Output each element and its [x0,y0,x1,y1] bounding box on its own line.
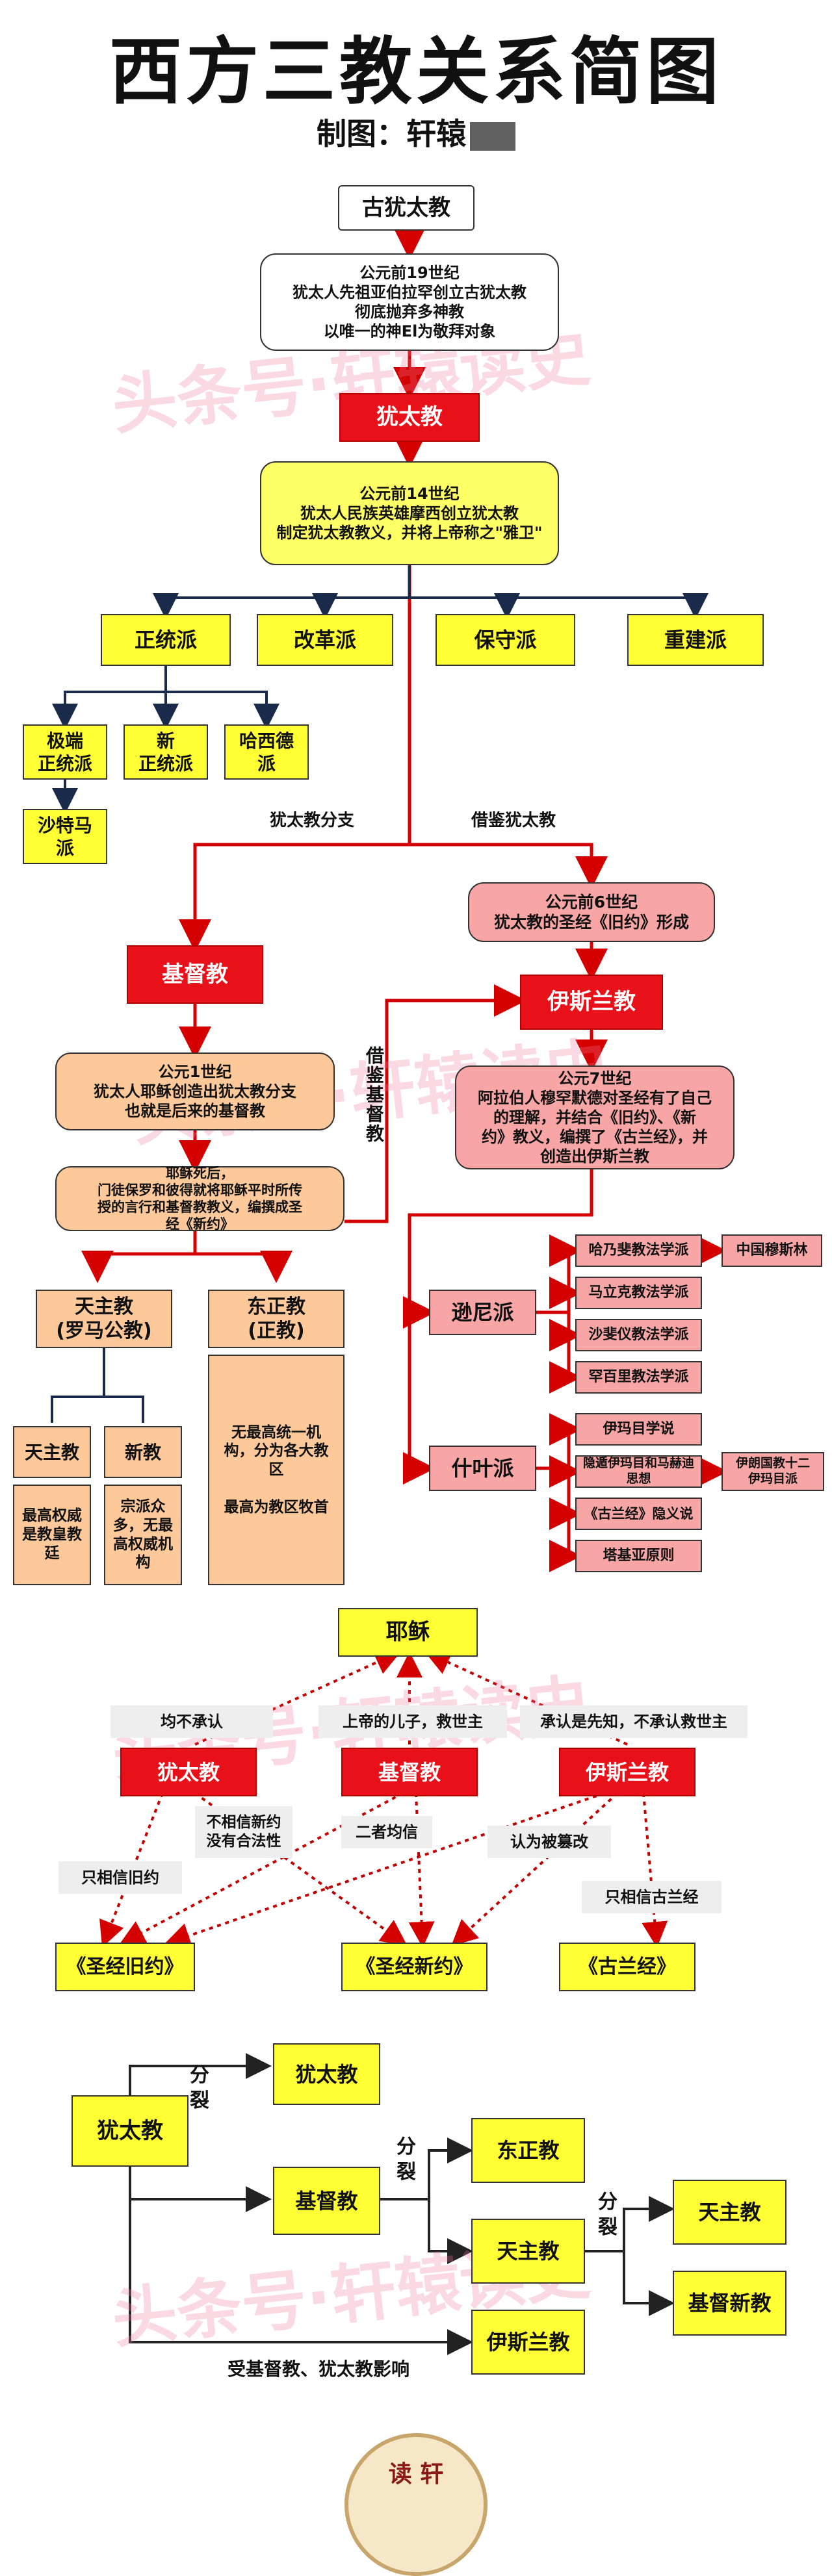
islam-note: 公元7世纪 阿拉伯人穆罕默德对圣经有了自己 的理解，并结合《旧约》、《新 约》教… [455,1065,734,1169]
s3-judaism-root: 犹太教 [72,2095,188,2167]
connector-lines [52,227,728,2355]
sunni-box: 逊尼派 [429,1290,536,1335]
branch-reform: 改革派 [257,614,393,666]
author-line: 制图：轩辕 [0,110,832,153]
branch-orthodox: 正统派 [101,614,231,666]
note-only-old-testament: 只相信旧约 [58,1861,182,1894]
split-label: 分 裂 [396,2136,417,2184]
catholic-box: 天主教 (罗马公教) [36,1290,172,1348]
page-title: 西方三教关系简图 [109,30,723,114]
islam-box: 伊斯兰教 [520,975,663,1030]
judaism-note: 公元前14世纪 犹太人民族英雄摩西创立犹太教 制定犹太教教义，并将上帝称之"雅卫… [260,461,559,565]
seal-logo: 读 轩 [344,2433,488,2576]
view-judaism: 均不承认 [110,1705,273,1738]
sub-ultra-orthodox: 极端 正统派 [23,724,107,780]
note-only-quran: 只相信古兰经 [582,1881,722,1913]
sub-protestant: 新教 [104,1426,182,1478]
jesus-box: 耶稣 [338,1608,478,1657]
note-both-believe: 二者均信 [341,1816,432,1848]
shia-taqiyya: 塔基亚原则 [575,1540,702,1572]
christianity-note: 公元1世纪 犹太人耶稣创造出犹太教分支 也就是后来的基督教 [55,1052,335,1130]
split-label: 分 裂 [598,2191,619,2239]
view-islam: 承认是先知，不承认救世主 [520,1705,748,1738]
author-partial: 辕 [436,116,466,151]
new-testament-note: 耶稣死后， 门徒保罗和彼得就将耶稣平时所传 授的言行和基督教教义，编撰成圣 经《… [55,1166,344,1232]
sunni-school-hanbali: 罕百里教法学派 [575,1361,702,1394]
split-label: 分 裂 [190,2064,211,2112]
sub-neo-orthodox: 新 正统派 [124,724,208,780]
s3-catholic-box: 天主教 [471,2219,585,2284]
s3-christianity-box: 基督教 [273,2167,380,2235]
iran-twelver-box: 伊朗国教十二 伊玛目派 [722,1452,824,1491]
catholic-desc: 最高权威 是教皇教 廷 [13,1485,91,1585]
s3-catholic-sub-box: 天主教 [673,2180,786,2245]
christianity-box: 基督教 [127,945,263,1004]
s2-islam-box: 伊斯兰教 [559,1748,696,1796]
sunni-school-maliki: 马立克教法学派 [575,1277,702,1309]
book-new-testament: 《圣经新约》 [341,1943,488,1991]
shia-imamate: 伊玛目学说 [575,1413,702,1446]
s2-christianity-box: 基督教 [341,1748,478,1796]
orthodox-desc: 无最高统一机 构，分为各大教 区 最高为教区牧首 [208,1355,344,1585]
eastern-orthodox-box: 东正教 (正教) [208,1290,344,1348]
s3-judaism-box: 犹太教 [273,2043,380,2105]
ancient-judaism-note: 公元前19世纪 犹太人先祖亚伯拉罕创立古犹太教 彻底抛弃多神教 以唯一的神El为… [260,253,559,351]
label-borrow-judaism: 借鉴犹太教 [471,810,556,830]
protestant-desc: 宗派众 多，无最 高权威机 构 [104,1485,182,1585]
seal-text: 读 轩 [388,2461,444,2488]
shia-hidden-meaning: 《古兰经》隐义说 [575,1498,702,1530]
note-altered: 认为被篡改 [488,1826,611,1858]
label-judaism-branch: 犹太教分支 [269,810,354,830]
shia-box: 什叶派 [429,1446,536,1491]
s2-judaism-box: 犹太教 [120,1748,257,1796]
sub-satmar: 沙特马 派 [23,809,107,864]
sub-catholic: 天主教 [13,1426,91,1478]
book-quran: 《古兰经》 [559,1943,696,1991]
ancient-judaism-box: 古犹太教 [338,185,474,231]
chinese-muslims-box: 中国穆斯林 [722,1234,822,1267]
sunni-school-hanafi: 哈乃斐教法学派 [575,1234,702,1267]
view-christianity: 上帝的儿子，救世主 [318,1705,507,1738]
redacted-block [470,121,515,151]
s3-protestant-box: 基督新教 [673,2271,786,2336]
branch-reconstructionist: 重建派 [627,614,764,666]
old-testament-note: 公元前6世纪 犹太教的圣经《旧约》形成 [468,882,715,942]
s3-orthodox-box: 东正教 [471,2118,585,2183]
sub-hasidic: 哈西德 派 [224,724,309,780]
sunni-school-shafii: 沙斐仪教法学派 [575,1319,702,1351]
influence-label: 受基督教、犹太教影响 [227,2358,410,2380]
book-old-testament: 《圣经旧约》 [55,1943,195,1991]
branch-conservative: 保守派 [436,614,575,666]
judaism-box: 犹太教 [339,393,480,442]
s3-islam-box: 伊斯兰教 [471,2310,585,2375]
note-no-new-testament: 不相信新约 没有合法性 [195,1806,292,1858]
label-borrow-christianity: 借鉴基督教 [363,1046,385,1143]
author-label: 制图：轩 [317,116,436,151]
shia-occultation: 隐遁伊玛目和马赫迪 思想 [575,1455,702,1488]
